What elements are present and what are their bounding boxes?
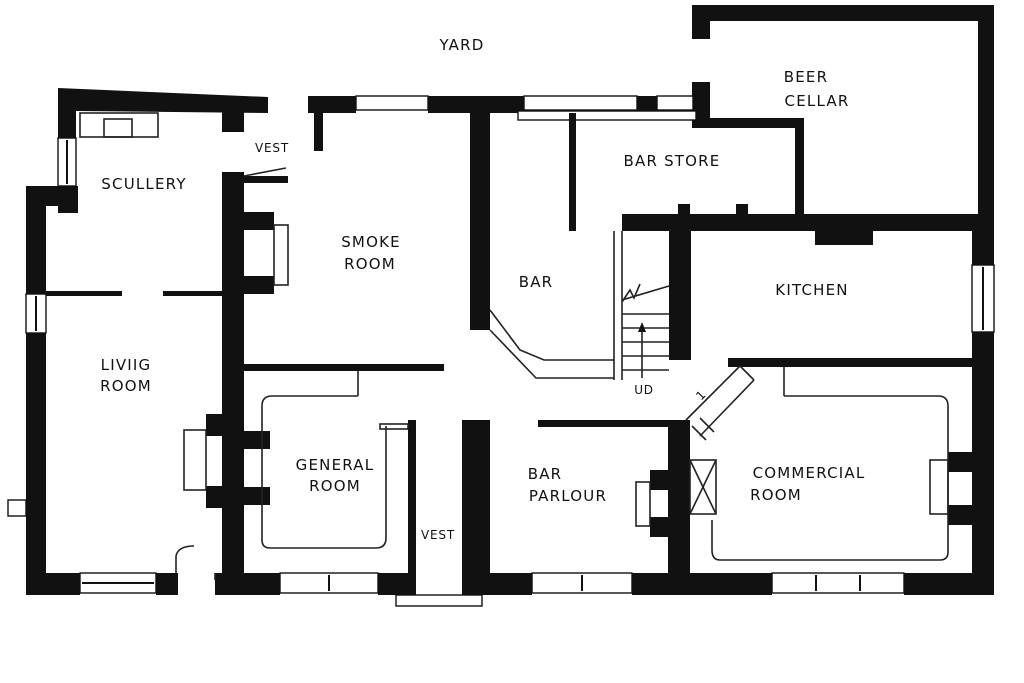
label-general-room-1: GENERAL [296, 456, 375, 474]
label-beer-cellar-1: BEER [784, 68, 828, 86]
label-yard: YARD [438, 36, 484, 54]
label-general-room-2: ROOM [309, 477, 361, 495]
label-bar: BAR [519, 273, 554, 291]
label-bar-parlour-2: PARLOUR [529, 487, 607, 505]
label-kitchen: KITCHEN [775, 281, 848, 299]
svg-text:1: 1 [693, 387, 709, 403]
windows [7, 95, 995, 607]
label-commercial-room-1: COMMERCIAL [753, 464, 866, 482]
label-smoke-room-2: ROOM [344, 255, 396, 273]
fixtures: 1 [79, 112, 949, 580]
label-scullery: SCULLERY [101, 175, 186, 193]
label-commercial-room-2: ROOM [750, 486, 802, 504]
label-beer-cellar-2: CELLAR [785, 92, 850, 110]
label-smoke-room-1: SMOKE [341, 233, 401, 251]
label-vest-top: VEST [255, 141, 289, 155]
label-bar-store: BAR STORE [624, 152, 721, 170]
label-living-room-2: ROOM [100, 377, 152, 395]
label-living-room-1: LIVIIG [101, 356, 152, 374]
label-stair-ud: UD [634, 383, 654, 397]
interior-walls [46, 110, 980, 595]
room-labels: YARD BEER CELLAR BAR STORE SCULLERY VEST… [100, 36, 866, 542]
label-vest-bottom: VEST [421, 528, 455, 542]
label-bar-parlour-1: BAR [528, 465, 563, 483]
